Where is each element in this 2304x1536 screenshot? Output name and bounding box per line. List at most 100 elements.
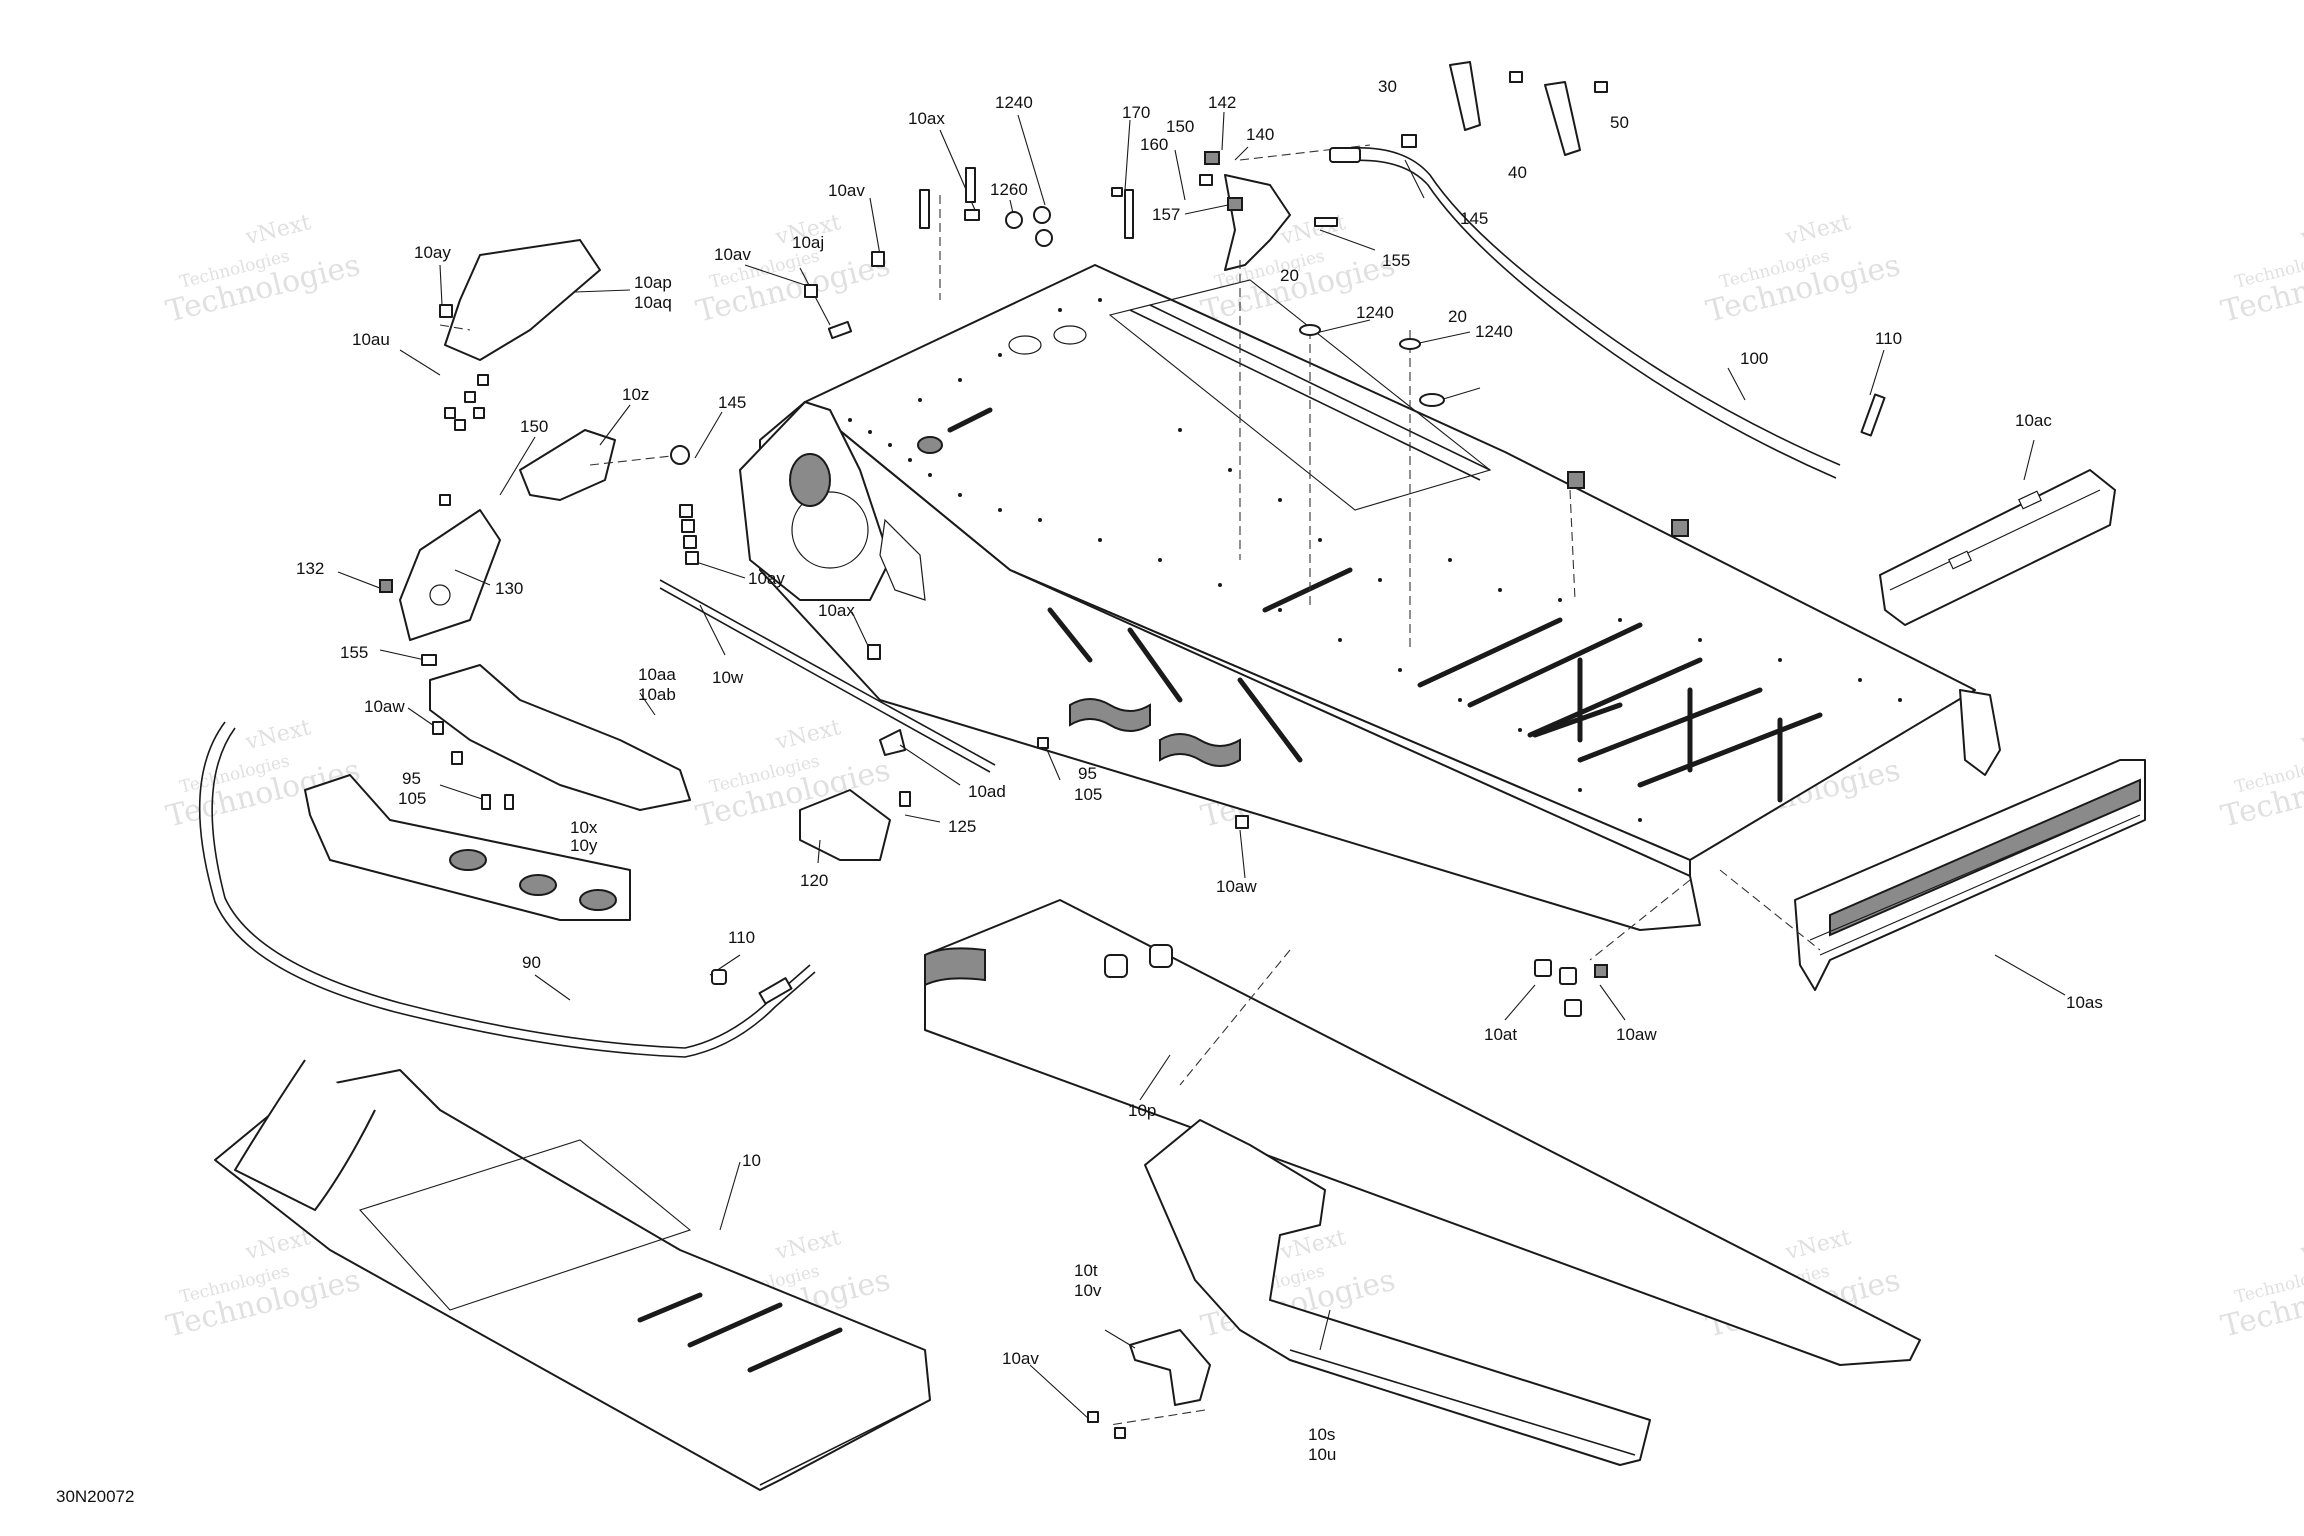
part-10as-rear-extrusion (1794, 759, 2146, 991)
deck-slot (1577, 687, 1763, 763)
part-90-bar (198, 721, 816, 1058)
bolt (1114, 1427, 1126, 1439)
guide-line (439, 324, 471, 331)
callout-10aj: 10aj (792, 233, 824, 252)
callout-30: 30 (1378, 77, 1397, 96)
callout-10ab: 10ab (638, 685, 676, 704)
leader (1439, 387, 1481, 401)
leader (337, 571, 386, 591)
bolt (679, 504, 693, 518)
watermark-vnext: vNext (242, 715, 313, 755)
tunnel-rail-left (1129, 309, 1481, 481)
part-100-bar (1329, 147, 1841, 479)
guide-line (1589, 879, 1691, 961)
leader (454, 569, 491, 586)
leader (1139, 1054, 1171, 1101)
deck-grommet (917, 436, 943, 454)
leader (744, 264, 806, 286)
callout-10aa: 10aa (638, 665, 676, 684)
bolt (1037, 737, 1049, 749)
bracket-10ap (444, 239, 601, 361)
callout-105-a: 105 (398, 789, 426, 808)
nut (379, 579, 393, 593)
watermark: vNext Technologies Technologies (693, 210, 894, 330)
leader (1319, 1309, 1331, 1351)
callout-10ad: 10ad (968, 782, 1006, 801)
callout-10ax-top: 10ax (908, 109, 945, 128)
guide-line (1179, 949, 1291, 1086)
bolt (439, 494, 451, 506)
callout-10av-a: 10av (828, 181, 865, 200)
callout-20-a: 20 (1280, 266, 1299, 285)
bolt (1401, 134, 1417, 148)
link-30 (1449, 61, 1481, 131)
bolt (867, 644, 881, 660)
guide-line (589, 454, 681, 466)
bulkhead-large-hole (791, 491, 869, 569)
leader (1044, 744, 1061, 781)
grommet (1299, 324, 1321, 336)
callout-10ac: 10ac (2015, 411, 2052, 430)
step-120 (799, 789, 891, 861)
leader (534, 974, 571, 1001)
part-10w-strip (659, 579, 996, 773)
watermark: vNext Technologies Technologies (2218, 210, 2304, 330)
leader (399, 349, 441, 376)
leader (439, 784, 486, 801)
callout-10p: 10p (1128, 1101, 1156, 1120)
callout-10aw-c: 10aw (1616, 1025, 1657, 1044)
callout-150-mid: 150 (520, 417, 548, 436)
callout-10s: 10s (1308, 1425, 1335, 1444)
callout-160: 160 (1140, 135, 1168, 154)
clip (827, 320, 853, 340)
rail-slot (2018, 490, 2042, 510)
part-10z-bracket (519, 429, 616, 501)
part-120-step (799, 789, 891, 861)
bar-lower-line (1334, 159, 1837, 479)
leader (574, 289, 631, 293)
callout-10: 10 (742, 1151, 761, 1170)
part-10aa-bracket (429, 664, 691, 811)
callout-10aw-b: 10aw (1216, 877, 1257, 896)
leader (1104, 1329, 1136, 1349)
callout-10as: 10as (2066, 993, 2103, 1012)
strip-10w (659, 579, 996, 766)
panel-cap (1149, 944, 1173, 968)
bolt (899, 791, 911, 807)
bolt (871, 251, 885, 267)
leader (689, 559, 746, 579)
callout-10ax-mid: 10ax (818, 601, 855, 620)
leader (379, 649, 426, 661)
bolt (1534, 959, 1552, 977)
callout-155-mid: 155 (340, 643, 368, 662)
pin (1124, 189, 1134, 239)
callout-10ay-top: 10ay (414, 243, 451, 262)
side-panel-body (1144, 1119, 1651, 1466)
guide-line (1719, 869, 1821, 951)
bolt (1509, 71, 1523, 83)
side-rib (1047, 607, 1093, 663)
callout-90: 90 (522, 953, 541, 972)
part-10ad-clip (879, 729, 906, 756)
callout-10w: 10w (712, 668, 744, 687)
callout-150-top: 150 (1166, 117, 1194, 136)
bolt (481, 794, 491, 810)
leader (1124, 119, 1131, 191)
watermark: vNext Technologies Technologies (2218, 715, 2304, 835)
callout-10av-b: 10av (714, 245, 751, 264)
callout-10z: 10z (622, 385, 649, 404)
callout-10aq: 10aq (634, 293, 672, 312)
leader (1184, 204, 1229, 215)
leader (851, 611, 871, 651)
deck-slot (1527, 657, 1703, 738)
bar-lower-line (211, 727, 811, 1049)
side-rib (1237, 677, 1303, 763)
bolt (451, 751, 463, 765)
callout-40: 40 (1508, 163, 1527, 182)
callout-105-b: 105 (1074, 785, 1102, 804)
panel-fin-grille (924, 947, 986, 987)
bolt (464, 391, 476, 403)
stud (919, 189, 930, 229)
part-10s-side-panel (1144, 1119, 1651, 1466)
